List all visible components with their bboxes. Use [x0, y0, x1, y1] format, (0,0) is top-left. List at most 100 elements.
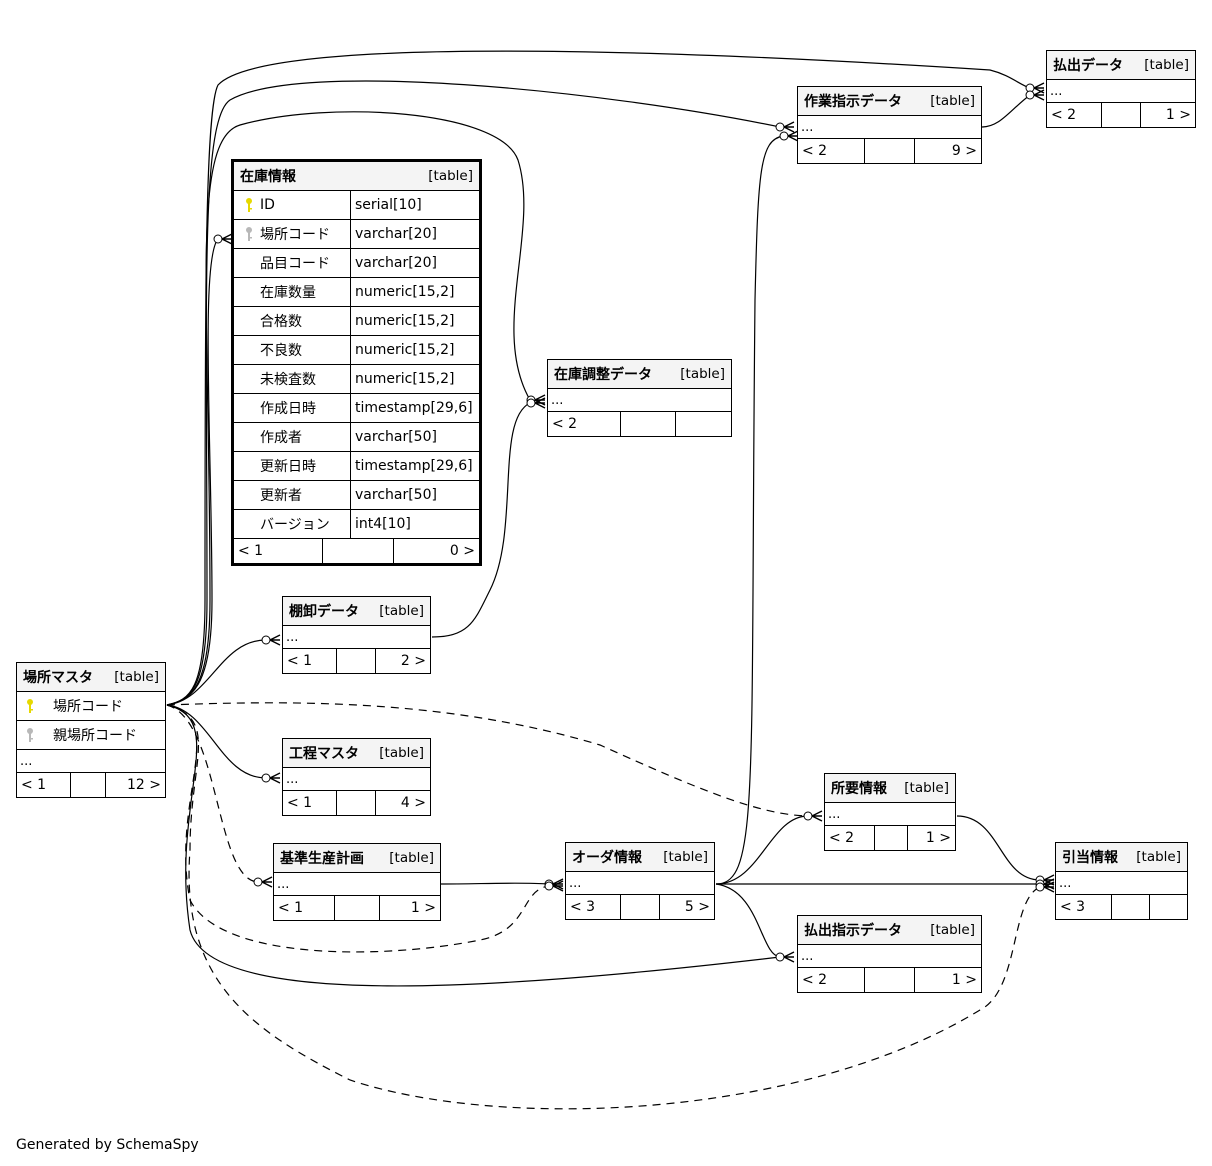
table-header[interactable]: 場所マスタ [table] — [17, 663, 165, 692]
relationship-edge — [715, 135, 784, 885]
table-basho[interactable]: 場所マスタ [table] 場所コード 親場所コード ... < 1 12 > — [16, 662, 166, 798]
column-row[interactable]: 場所コード — [17, 692, 165, 721]
table-header[interactable]: 払出データ[table] — [1047, 51, 1195, 80]
table-footer: < 2 1 > — [825, 826, 955, 850]
optional-marker-icon — [779, 131, 789, 141]
table-footer: < 3 5 > — [566, 895, 714, 919]
table-header[interactable]: オーダ情報[table] — [566, 843, 714, 872]
table-kind: [table] — [1144, 57, 1189, 73]
table-footer: < 1 2 > — [283, 649, 430, 673]
parents-count[interactable]: < 2 — [1051, 107, 1077, 123]
optional-marker-icon — [775, 952, 785, 962]
table-header[interactable]: 作業指示データ[table] — [798, 87, 981, 116]
relationship-edge — [166, 111, 531, 706]
parents-count[interactable]: < 2 — [552, 416, 578, 432]
table-footer: < 2 1 > — [1047, 103, 1195, 127]
table-header[interactable]: 工程マスタ[table] — [283, 739, 430, 768]
table-header[interactable]: 在庫調整データ[table] — [548, 360, 731, 389]
more-columns: ... — [566, 872, 714, 895]
crows-foot-icon — [269, 634, 281, 646]
children-count[interactable]: 2 > — [375, 649, 430, 673]
children-count[interactable]: 1 > — [907, 826, 955, 850]
parents-count[interactable]: < 2 — [802, 972, 828, 988]
table-chosei[interactable]: 在庫調整データ[table]...< 2 — [547, 359, 732, 437]
table-header[interactable]: 在庫情報 [table] — [234, 162, 479, 191]
table-order[interactable]: オーダ情報[table]... < 3 5 > — [565, 842, 715, 920]
children-count[interactable] — [1149, 895, 1187, 919]
optional-marker-icon — [1025, 90, 1035, 100]
children-count[interactable]: 1 > — [379, 896, 440, 920]
parents-count[interactable]: < 1 — [21, 777, 47, 793]
table-footer: < 1 4 > — [283, 791, 430, 815]
children-count[interactable]: 5 > — [659, 895, 714, 919]
column-name: 作成者 — [260, 430, 302, 446]
children-count[interactable]: 0 > — [393, 539, 479, 563]
column-name: 未検査数 — [260, 372, 316, 388]
parents-count[interactable]: < 1 — [287, 795, 313, 811]
more-columns: ... — [283, 768, 430, 791]
table-name: 場所マスタ — [23, 670, 93, 686]
relationship-edge — [166, 704, 781, 987]
table-footer: < 3 — [1056, 895, 1187, 919]
children-count[interactable]: 1 > — [914, 968, 981, 992]
foreign-key-icon — [19, 727, 41, 743]
footer-spacer — [864, 139, 914, 163]
footer-spacer — [620, 895, 659, 919]
optional-marker-icon — [261, 635, 271, 645]
parents-count[interactable]: < 1 — [278, 900, 304, 916]
parents-count[interactable]: < 1 — [238, 543, 264, 559]
parents-count[interactable]: < 1 — [287, 653, 313, 669]
table-name: 工程マスタ — [289, 746, 359, 762]
table-header[interactable]: 引当情報[table] — [1056, 843, 1187, 872]
table-header[interactable]: 棚卸データ[table] — [283, 597, 430, 626]
column-row[interactable]: 場所コード varchar[20] — [234, 220, 479, 249]
column-name: 作成日時 — [260, 401, 316, 417]
crows-foot-icon — [261, 876, 273, 888]
children-count[interactable]: 9 > — [914, 139, 981, 163]
table-footer: < 1 12 > — [17, 773, 165, 797]
column-row[interactable]: 親場所コード — [17, 721, 165, 750]
parents-count[interactable]: < 3 — [570, 899, 596, 915]
relationship-edge — [715, 815, 809, 885]
table-name: 在庫情報 — [240, 169, 296, 185]
table-hikiate[interactable]: 引当情報[table]...< 3 — [1055, 842, 1188, 920]
children-count[interactable]: 1 > — [1140, 103, 1195, 127]
table-name: 所要情報 — [831, 781, 887, 797]
relationship-edge — [715, 883, 781, 958]
parents-count[interactable]: < 2 — [829, 830, 855, 846]
table-header[interactable]: 払出指示データ[table] — [798, 916, 981, 945]
table-sagyo[interactable]: 作業指示データ[table]... < 2 9 > — [797, 86, 982, 164]
column-name: 場所コード — [260, 227, 330, 243]
parents-count[interactable]: < 3 — [1060, 899, 1086, 915]
table-kotei[interactable]: 工程マスタ[table]... < 1 4 > — [282, 738, 431, 816]
table-footer: < 2 — [548, 412, 731, 436]
children-count[interactable]: 12 > — [105, 773, 165, 797]
table-name: 在庫調整データ — [554, 367, 652, 383]
table-kind: [table] — [389, 850, 434, 866]
column-type: varchar[20] — [350, 220, 479, 248]
more-columns: ... — [798, 116, 981, 139]
parents-count[interactable]: < 2 — [802, 143, 828, 159]
children-count[interactable]: 4 > — [375, 791, 430, 815]
table-header[interactable]: 基準生産計画[table] — [274, 844, 440, 873]
table-header[interactable]: 所要情報[table] — [825, 774, 955, 803]
children-count[interactable] — [675, 412, 731, 436]
